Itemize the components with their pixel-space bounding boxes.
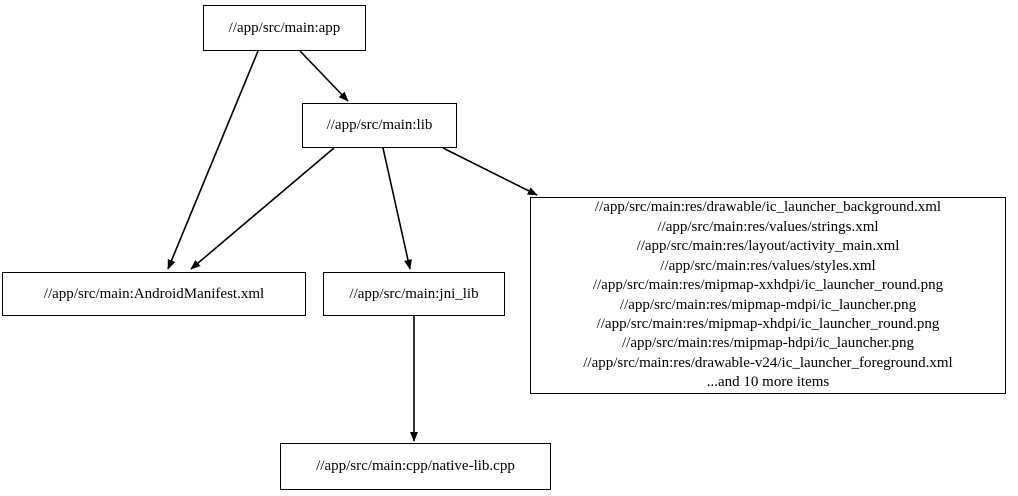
node-app[interactable]: //app/src/main:app <box>203 5 366 51</box>
node-jni-lib-label: //app/src/main:jni_lib <box>349 285 479 302</box>
res-group-line-6: //app/src/main:res/mipmap-mdpi/ic_launch… <box>619 296 917 313</box>
node-res-group-label: //app/src/main:res/drawable/ic_launcher_… <box>575 198 960 392</box>
edge-app-to-lib <box>299 50 349 102</box>
node-android-manifest-xml[interactable]: //app/src/main:AndroidManifest.xml <box>2 272 306 316</box>
res-group-more-items: ...and 10 more items <box>706 374 830 391</box>
edge-lib-to-manifest <box>190 147 335 270</box>
node-app-label: //app/src/main:app <box>228 19 341 36</box>
node-lib[interactable]: //app/src/main:lib <box>302 103 457 148</box>
edge-lib-to-res-group <box>442 147 538 196</box>
res-group-line-7: //app/src/main:res/mipmap-xhdpi/ic_launc… <box>596 315 940 332</box>
res-group-line-5: //app/src/main:res/mipmap-xxhdpi/ic_laun… <box>592 277 944 294</box>
res-group-line-8: //app/src/main:res/mipmap-hdpi/ic_launch… <box>621 335 914 352</box>
node-res-group[interactable]: //app/src/main:res/drawable/ic_launcher_… <box>530 197 1006 394</box>
res-group-line-1: //app/src/main:res/drawable/ic_launcher_… <box>594 199 942 216</box>
node-native-lib-cpp[interactable]: //app/src/main:cpp/native-lib.cpp <box>280 443 551 490</box>
node-android-manifest-xml-label: //app/src/main:AndroidManifest.xml <box>43 285 265 302</box>
res-group-line-4: //app/src/main:res/values/styles.xml <box>660 257 876 274</box>
node-native-lib-cpp-label: //app/src/main:cpp/native-lib.cpp <box>316 458 515 474</box>
edge-app-to-manifest <box>167 50 259 270</box>
res-group-line-2: //app/src/main:res/values/strings.xml <box>657 218 879 235</box>
res-group-line-9: //app/src/main:res/drawable-v24/ic_launc… <box>583 354 953 371</box>
node-lib-label: //app/src/main:lib <box>326 117 433 133</box>
edge-lib-to-jni-lib <box>382 147 412 270</box>
res-group-line-3: //app/src/main:res/layout/activity_main.… <box>636 238 900 255</box>
node-jni-lib[interactable]: //app/src/main:jni_lib <box>323 272 505 316</box>
